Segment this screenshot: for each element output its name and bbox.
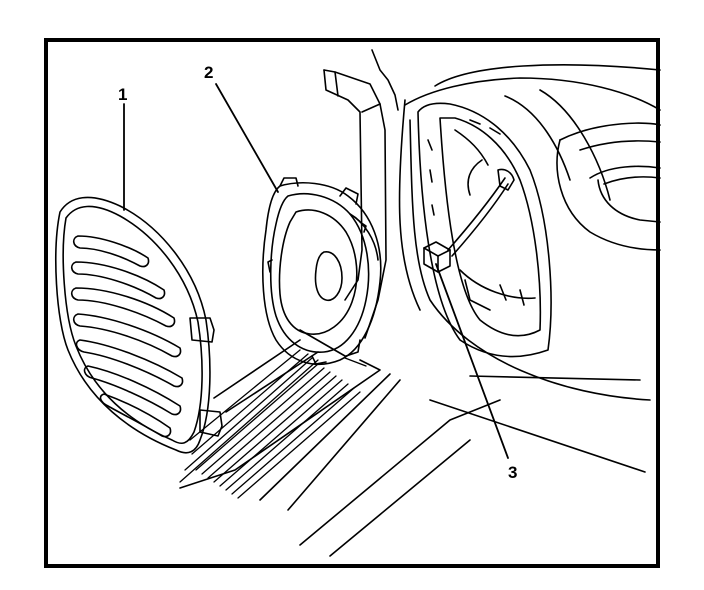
leader-lines <box>123 83 509 459</box>
door-speaker-opening <box>417 102 552 358</box>
door-sill-lines <box>179 329 646 557</box>
sill-plate-ribs <box>179 349 367 499</box>
callout-2: 2 <box>204 63 214 82</box>
leader-line-3 <box>435 263 509 459</box>
door-panel <box>398 64 661 401</box>
leader-line-2 <box>215 83 279 193</box>
speaker-grille <box>55 196 223 454</box>
speaker <box>262 177 382 365</box>
wiring-harness <box>447 159 515 257</box>
callout-1: 1 <box>118 85 128 104</box>
pillar-trim <box>323 49 399 339</box>
callout-3: 3 <box>508 463 518 482</box>
